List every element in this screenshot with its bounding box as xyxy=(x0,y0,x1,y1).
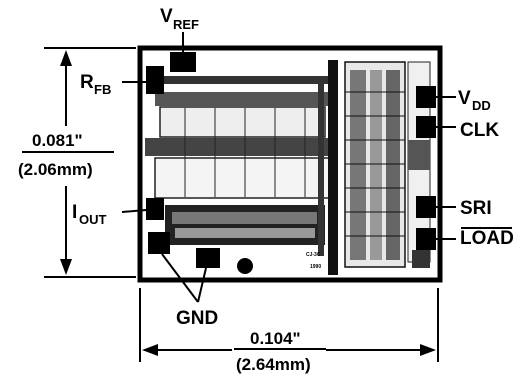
dac-resistor-ladder xyxy=(145,76,331,245)
die: CJ-3C 1990 xyxy=(137,45,443,283)
width-dimension: 0.104" (2.64mm) xyxy=(139,288,439,374)
clk-label: CLK xyxy=(460,120,499,141)
vdd-label-sub: DD xyxy=(472,98,491,113)
gnd-bond-dot xyxy=(237,258,253,274)
width-mm: (2.64mm) xyxy=(236,355,311,374)
height-arrow-bottom xyxy=(60,259,72,275)
vref-label-sub: REF xyxy=(173,17,199,32)
vdd-pad xyxy=(416,86,436,108)
vref-pad xyxy=(170,52,196,72)
die-marking-line1: CJ-3C xyxy=(306,252,321,258)
label-vref: V REF xyxy=(160,6,199,32)
height-mm: (2.06mm) xyxy=(18,160,93,179)
rfb-label-main: R xyxy=(80,72,94,93)
load-label: LOAD xyxy=(460,228,514,249)
gnd-label: GND xyxy=(176,308,218,329)
gnd-pad-1 xyxy=(148,232,170,254)
height-arrow-top xyxy=(60,50,72,66)
iout-pad xyxy=(146,198,164,220)
digital-logic xyxy=(344,61,431,268)
clk-pad xyxy=(416,116,436,138)
iout-label-sub: OUT xyxy=(79,212,107,227)
vref-label-main: V xyxy=(160,6,173,27)
height-dimension: 0.081" (2.06mm) xyxy=(18,47,136,278)
vdd-label-main: V xyxy=(458,88,471,109)
ground-rail xyxy=(318,76,324,256)
load-pad xyxy=(416,228,436,250)
rfb-label-sub: FB xyxy=(94,82,111,97)
width-arrow-left xyxy=(142,344,158,356)
leader-lines xyxy=(121,32,456,303)
label-vdd: V DD xyxy=(458,88,491,113)
sri-pad xyxy=(416,196,436,218)
gnd-pad-2 xyxy=(196,248,220,268)
iout-label-main: I xyxy=(72,202,77,223)
height-inches: 0.081" xyxy=(32,131,83,150)
label-iout: I OUT xyxy=(72,202,107,227)
width-inches: 0.104" xyxy=(250,329,301,348)
power-rail xyxy=(328,60,338,275)
rfb-pad xyxy=(146,66,164,94)
width-arrow-right xyxy=(420,344,436,356)
sri-label: SRI xyxy=(460,198,492,219)
label-rfb: R FB xyxy=(80,72,111,97)
die-marking-line2: 1990 xyxy=(310,264,321,270)
